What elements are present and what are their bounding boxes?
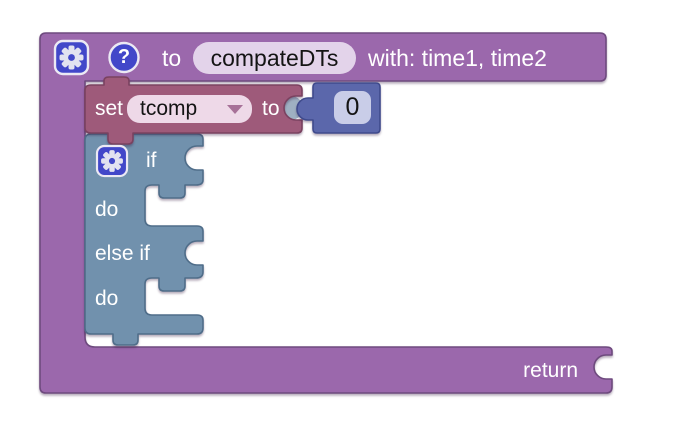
procedure-name-field[interactable]: compateDTs (193, 42, 356, 74)
set-label: set (95, 97, 124, 120)
variable-dropdown[interactable]: tcomp (127, 95, 252, 123)
number-value-field[interactable]: 0 (334, 91, 371, 124)
number-value-text: 0 (345, 93, 360, 121)
variable-name-text: tcomp (140, 97, 198, 120)
if-mutator-gear-icon[interactable] (95, 144, 129, 178)
procedure-name-text: compateDTs (210, 44, 339, 71)
else-if-label: else if (95, 242, 150, 265)
if-label: if (146, 149, 157, 172)
help-question-mark[interactable]: ? (117, 46, 131, 68)
do-label: do (95, 198, 119, 221)
set-to-label: to (262, 97, 280, 120)
procedure-help-icon[interactable] (108, 41, 140, 74)
procedure-mutator-gear-icon[interactable] (53, 39, 90, 76)
if-block[interactable] (84, 133, 204, 346)
procedure-params-label: with: time1, time2 (368, 45, 547, 71)
procedure-block[interactable] (39, 32, 613, 394)
dropdown-arrow-icon (227, 104, 243, 114)
return-label: return (523, 359, 578, 382)
do2-label: do (95, 287, 119, 310)
procedure-to-label: to (162, 45, 182, 71)
